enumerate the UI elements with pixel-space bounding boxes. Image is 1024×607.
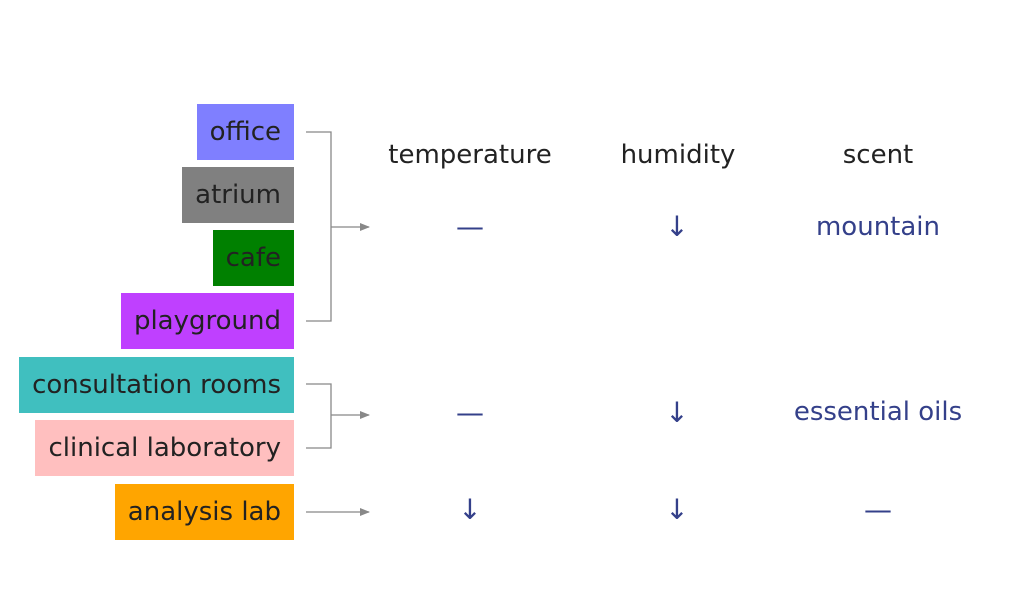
zone-analysis-lab: analysis lab: [114, 484, 294, 540]
zone-atrium: atrium: [182, 167, 294, 223]
group-1-scent: mountain: [815, 212, 941, 242]
group-1-humidity: ↓: [665, 210, 689, 243]
zone-playground: playground: [120, 293, 294, 349]
column-header-scent: scent: [842, 140, 914, 170]
zone-cafe: cafe: [212, 230, 294, 286]
group-2-scent: essential oils: [793, 397, 963, 427]
column-header-humidity: humidity: [620, 140, 736, 170]
group-3-temperature: ↓: [458, 493, 482, 526]
group-3-scent: —: [864, 493, 892, 526]
column-header-temperature: temperature: [388, 140, 552, 170]
group-2-humidity: ↓: [665, 396, 689, 429]
group-1-bracket: [306, 131, 332, 322]
zone-office: office: [196, 104, 294, 160]
group-2-temperature: —: [456, 396, 484, 429]
group-1-temperature: —: [456, 210, 484, 243]
zone-clinical-laboratory: clinical laboratory: [35, 420, 294, 476]
group-2-bracket: [306, 383, 332, 449]
zone-consultation-rooms: consultation rooms: [19, 357, 294, 413]
group-3-humidity: ↓: [665, 493, 689, 526]
